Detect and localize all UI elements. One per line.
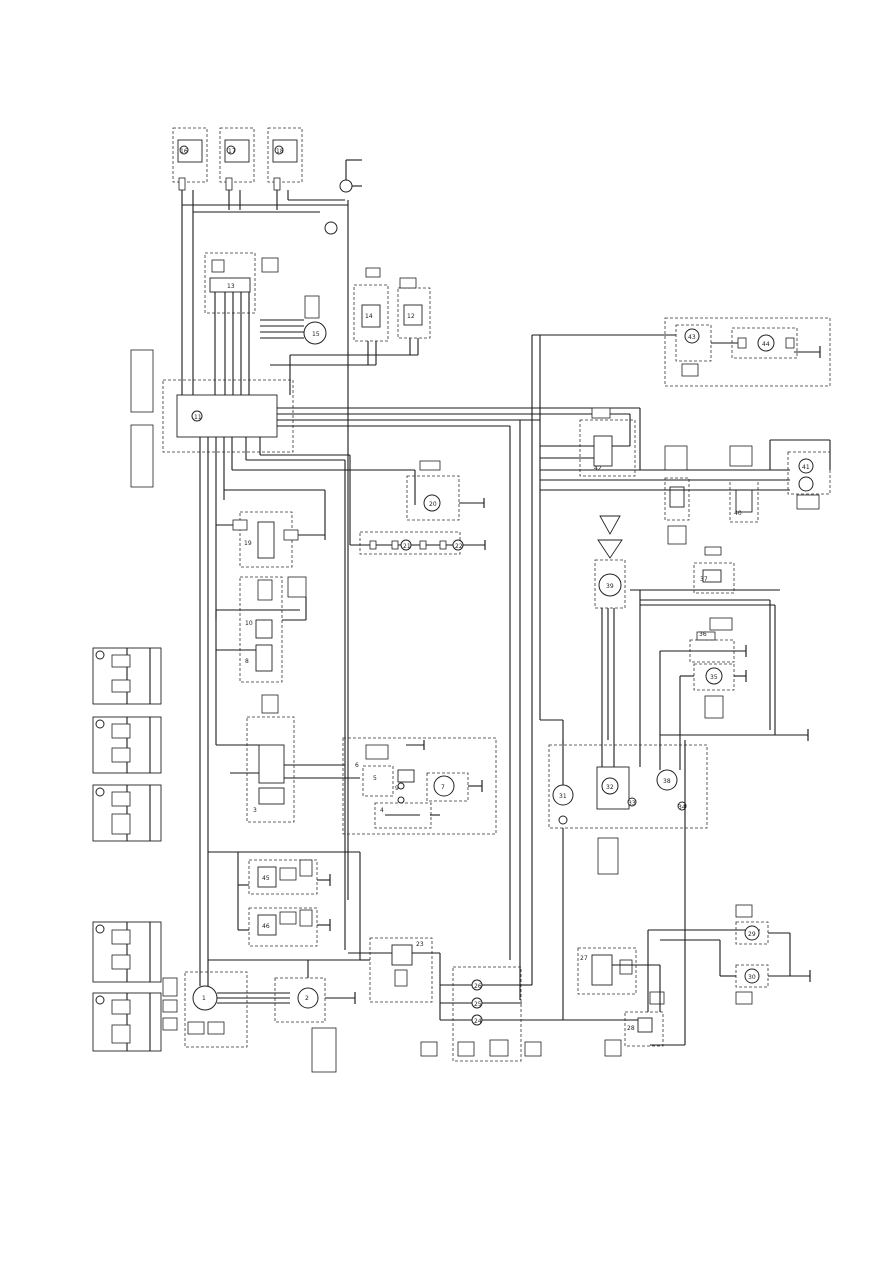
components-23-24-25-26	[348, 335, 630, 1062]
component-label: 10	[245, 620, 253, 627]
component-label: 25	[474, 1001, 482, 1008]
components-9-4-7	[342, 737, 497, 835]
component-label: 23	[416, 941, 424, 948]
component-label: 27	[580, 955, 588, 962]
component-label: 7	[441, 784, 445, 791]
component-label: 16	[180, 148, 188, 155]
ecu-right-wiring	[224, 420, 521, 1000]
component-label: 28	[627, 1025, 635, 1032]
component-19	[216, 511, 325, 568]
component-label: 4	[380, 807, 384, 814]
component-13	[204, 252, 279, 395]
component-label: 46	[262, 923, 270, 930]
component-label: 34	[678, 804, 686, 811]
component-label: 1	[202, 995, 206, 1002]
component-label: 32	[606, 784, 614, 791]
component-label: 42	[594, 465, 602, 472]
component-label: 40	[734, 510, 742, 517]
ecu-11	[130, 349, 640, 960]
component-label: 36	[699, 631, 707, 638]
components-21-22	[350, 531, 486, 555]
components-10-8	[215, 576, 307, 745]
instrument-cluster	[548, 740, 708, 1045]
component-label: 44	[762, 341, 770, 348]
component-label: 20	[429, 501, 437, 508]
component-label: 2	[305, 995, 309, 1002]
component-number-labels: 1 2 3 4 5 6 7 8 9 10 11 12 13 14 15 16 1…	[180, 148, 810, 1032]
component-label: 45	[262, 875, 270, 882]
component-label: 30	[748, 974, 756, 981]
component-label: 26	[474, 983, 482, 990]
component-label: 17	[228, 148, 236, 155]
component-label: 8	[245, 658, 249, 665]
center-bus-wires	[208, 460, 564, 961]
component-label: 5	[373, 775, 377, 782]
components-27-28	[563, 929, 760, 1057]
component-label: 24	[474, 1018, 482, 1025]
components-30-31	[594, 515, 626, 740]
components-14-12	[270, 267, 431, 395]
top-switch-group	[172, 127, 345, 395]
component-label: 37	[700, 576, 708, 583]
components-37-39-40	[520, 335, 831, 720]
top-ground-switch	[320, 159, 362, 900]
legend-panels	[92, 647, 178, 1052]
component-label: 31	[559, 793, 567, 800]
component-label: 43	[688, 334, 696, 341]
component-41	[540, 407, 636, 477]
components-44-45	[208, 851, 361, 960]
component-label: 38	[663, 778, 671, 785]
component-label: 33	[628, 800, 636, 807]
component-label: 18	[276, 148, 284, 155]
components-42-43	[532, 317, 831, 387]
component-label: 9	[395, 785, 399, 792]
component-label: 6	[355, 762, 359, 769]
component-3	[216, 694, 360, 823]
component-label: 3	[253, 807, 257, 814]
component-label: 39	[606, 583, 614, 590]
component-label: 15	[312, 331, 320, 338]
component-label: 13	[227, 283, 235, 290]
components-1-2	[184, 960, 356, 1073]
components-34-35-36	[630, 546, 809, 741]
component-label: 22	[455, 543, 463, 550]
component-label: 41	[802, 464, 810, 471]
component-label: 11	[194, 414, 202, 421]
component-label: 21	[403, 543, 411, 550]
component-20	[406, 460, 485, 521]
components-bottom-right-lights	[719, 904, 811, 1005]
component-label: 35	[710, 674, 718, 681]
component-label: 29	[748, 931, 756, 938]
component-label: 14	[365, 313, 373, 320]
component-label: 19	[244, 540, 252, 547]
component-15	[260, 295, 327, 345]
component-label: 12	[407, 313, 415, 320]
